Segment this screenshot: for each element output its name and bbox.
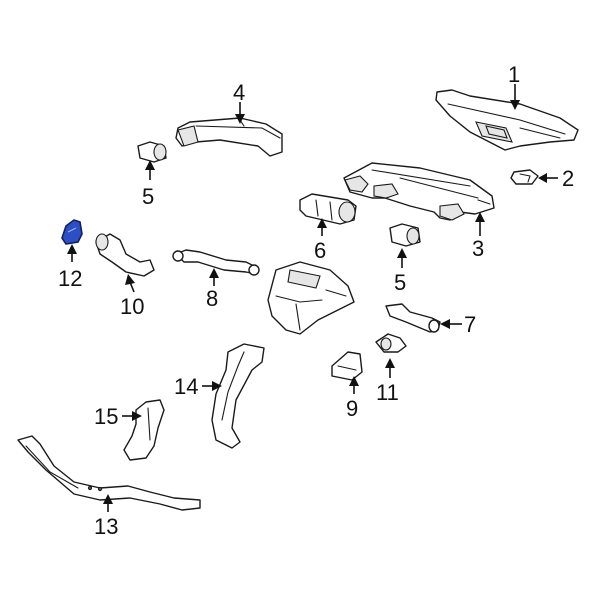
callout-3: 3 bbox=[472, 236, 484, 261]
part-14-vertical-duct[interactable] bbox=[211, 343, 265, 449]
part-15-bracket-duct[interactable] bbox=[123, 399, 165, 461]
callout-6: 6 bbox=[314, 238, 326, 263]
part-9-duct[interactable] bbox=[331, 351, 363, 381]
callout-12: 12 bbox=[58, 266, 82, 291]
part-6-round-outlet[interactable] bbox=[299, 193, 357, 225]
part-4-side-duct[interactable] bbox=[175, 117, 283, 157]
part-3-main-duct[interactable] bbox=[343, 162, 495, 221]
callout-5-left: 5 bbox=[142, 184, 154, 209]
part-5-outlet-left[interactable] bbox=[137, 141, 167, 163]
part-12-cap[interactable] bbox=[61, 219, 83, 245]
callout-15: 15 bbox=[94, 404, 118, 429]
callout-2: 2 bbox=[562, 166, 574, 191]
part-13-floor-duct[interactable] bbox=[17, 435, 201, 511]
part-8-hose[interactable] bbox=[172, 249, 260, 276]
part-7-tube[interactable] bbox=[385, 303, 441, 333]
callout-8: 8 bbox=[206, 286, 218, 311]
callout-7: 7 bbox=[464, 312, 476, 337]
part-2-connector[interactable] bbox=[510, 169, 539, 185]
callout-10: 10 bbox=[120, 294, 144, 319]
callout-13: 13 bbox=[94, 514, 118, 539]
part-1-duct[interactable] bbox=[435, 89, 579, 151]
part-5-outlet-right[interactable] bbox=[389, 223, 421, 247]
callout-14: 14 bbox=[174, 374, 198, 399]
callout-4: 4 bbox=[233, 80, 245, 105]
callout-9: 9 bbox=[346, 396, 358, 421]
part-11-outlet[interactable] bbox=[375, 333, 407, 353]
callout-5-right: 5 bbox=[394, 270, 406, 295]
callout-arrows bbox=[67, 84, 558, 512]
heater-box bbox=[267, 261, 355, 335]
callout-1: 1 bbox=[508, 62, 520, 87]
callout-11: 11 bbox=[376, 380, 399, 405]
part-10-curved-duct[interactable] bbox=[95, 233, 155, 277]
